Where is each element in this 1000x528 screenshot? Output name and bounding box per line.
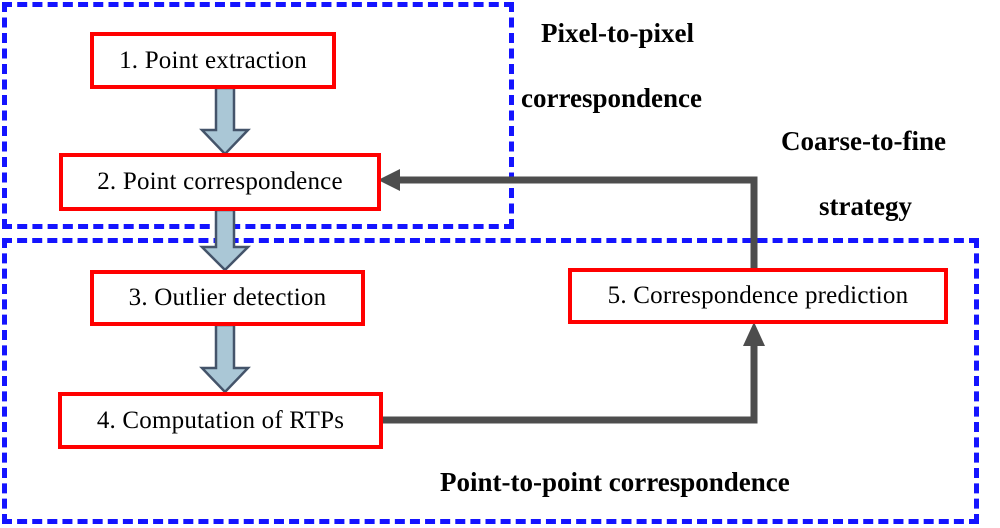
process-box-outlier-detection[interactable]: 3. Outlier detection [90, 270, 365, 326]
box-label: 5. Correspondence prediction [607, 282, 909, 309]
arrow-point-correspondence-to-outlier-detection [196, 208, 254, 272]
connector-computation-of-rtps-to-correspondence-prediction [375, 318, 775, 430]
process-box-correspondence-prediction[interactable]: 5. Correspondence prediction [568, 268, 948, 324]
label-coarse-to-fine-line2: strategy [819, 191, 912, 221]
pixel-to-pixel-region [2, 2, 514, 229]
process-box-point-extraction[interactable]: 1. Point extraction [90, 32, 336, 89]
box-label: 4. Computation of RTPs [96, 406, 345, 434]
arrow-point-extraction-to-point-correspondence [196, 86, 254, 156]
label-pixel-to-pixel-line1: Pixel-to-pixel [541, 18, 694, 48]
process-box-point-correspondence[interactable]: 2. Point correspondence [59, 153, 381, 211]
block-arrow-down-icon [199, 86, 251, 156]
box-label: 1. Point extraction [119, 46, 307, 74]
polyline-arrow-up-icon [379, 322, 765, 424]
block-arrow-down-icon [198, 208, 252, 272]
label-coarse-to-fine-line1: Coarse-to-fine [781, 126, 946, 156]
label-point-to-point-correspondence: Point-to-point correspondence [440, 467, 790, 497]
label-pixel-to-pixel-line2: correspondence [521, 83, 702, 113]
block-arrow-down-icon [199, 323, 251, 394]
arrow-outlier-detection-to-computation-of-rtps [196, 323, 254, 394]
box-label: 2. Point correspondence [97, 168, 343, 195]
box-label: 3. Outlier detection [128, 284, 327, 311]
polyline-arrow-left-icon [378, 169, 758, 283]
point-to-point-region [2, 238, 979, 524]
process-box-computation-of-rtps[interactable]: 4. Computation of RTPs [58, 392, 383, 449]
connector-correspondence-prediction-to-point-correspondence [370, 165, 770, 285]
